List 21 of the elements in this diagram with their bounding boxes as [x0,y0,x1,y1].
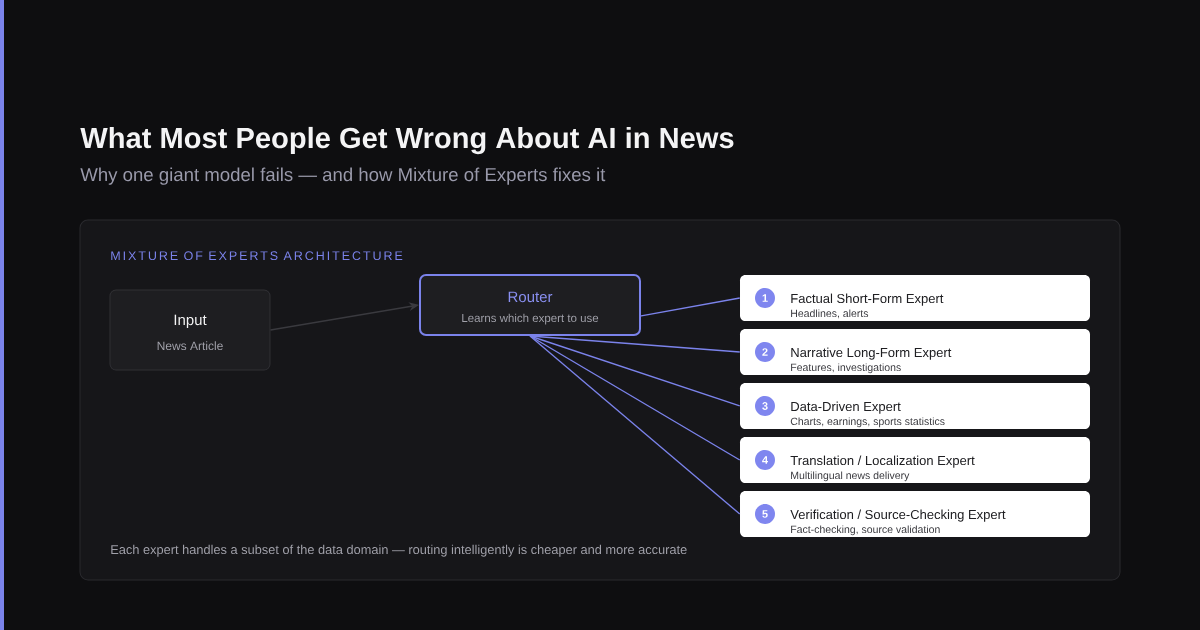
connector [529,335,741,461]
expert-card: 3 Data-Driven Expert Charts, earnings, sports statistics [740,383,1090,429]
title: What Most People Get Wrong About AI in News [80,126,734,155]
footnote: Each expert handles a subset of the data domain — routing intelligently is cheaper and more accurate [111,544,687,557]
subtitle: Why one giant model fails — and how Mixture of Experts fixes it [80,167,606,185]
router-box: Router Learns which expert to use [419,274,641,336]
connector [639,297,741,317]
number-badge: 2 [755,342,775,362]
expert-card: 5 Verification / Source-Checking Expert Fact-checking, source validation [740,491,1090,537]
number-badge: 5 [755,504,775,524]
input-box: Input News Article [109,289,271,371]
expert-card: 2 Narrative Long-Form Expert Features, investigations [740,329,1090,375]
number-badge: 3 [755,396,775,416]
connector [529,335,741,515]
number-badge: 1 [755,288,775,308]
connector [529,335,741,407]
expert-card: 4 Translation / Localization Expert Multilingual news delivery [740,437,1090,483]
expert-card: 1 Factual Short-Form Expert Headlines, alerts [740,275,1090,321]
number-badge: 4 [755,450,775,470]
connector [529,335,741,353]
panel-heading: MIXTURE OF EXPERTS ARCHITECTURE [111,251,403,261]
